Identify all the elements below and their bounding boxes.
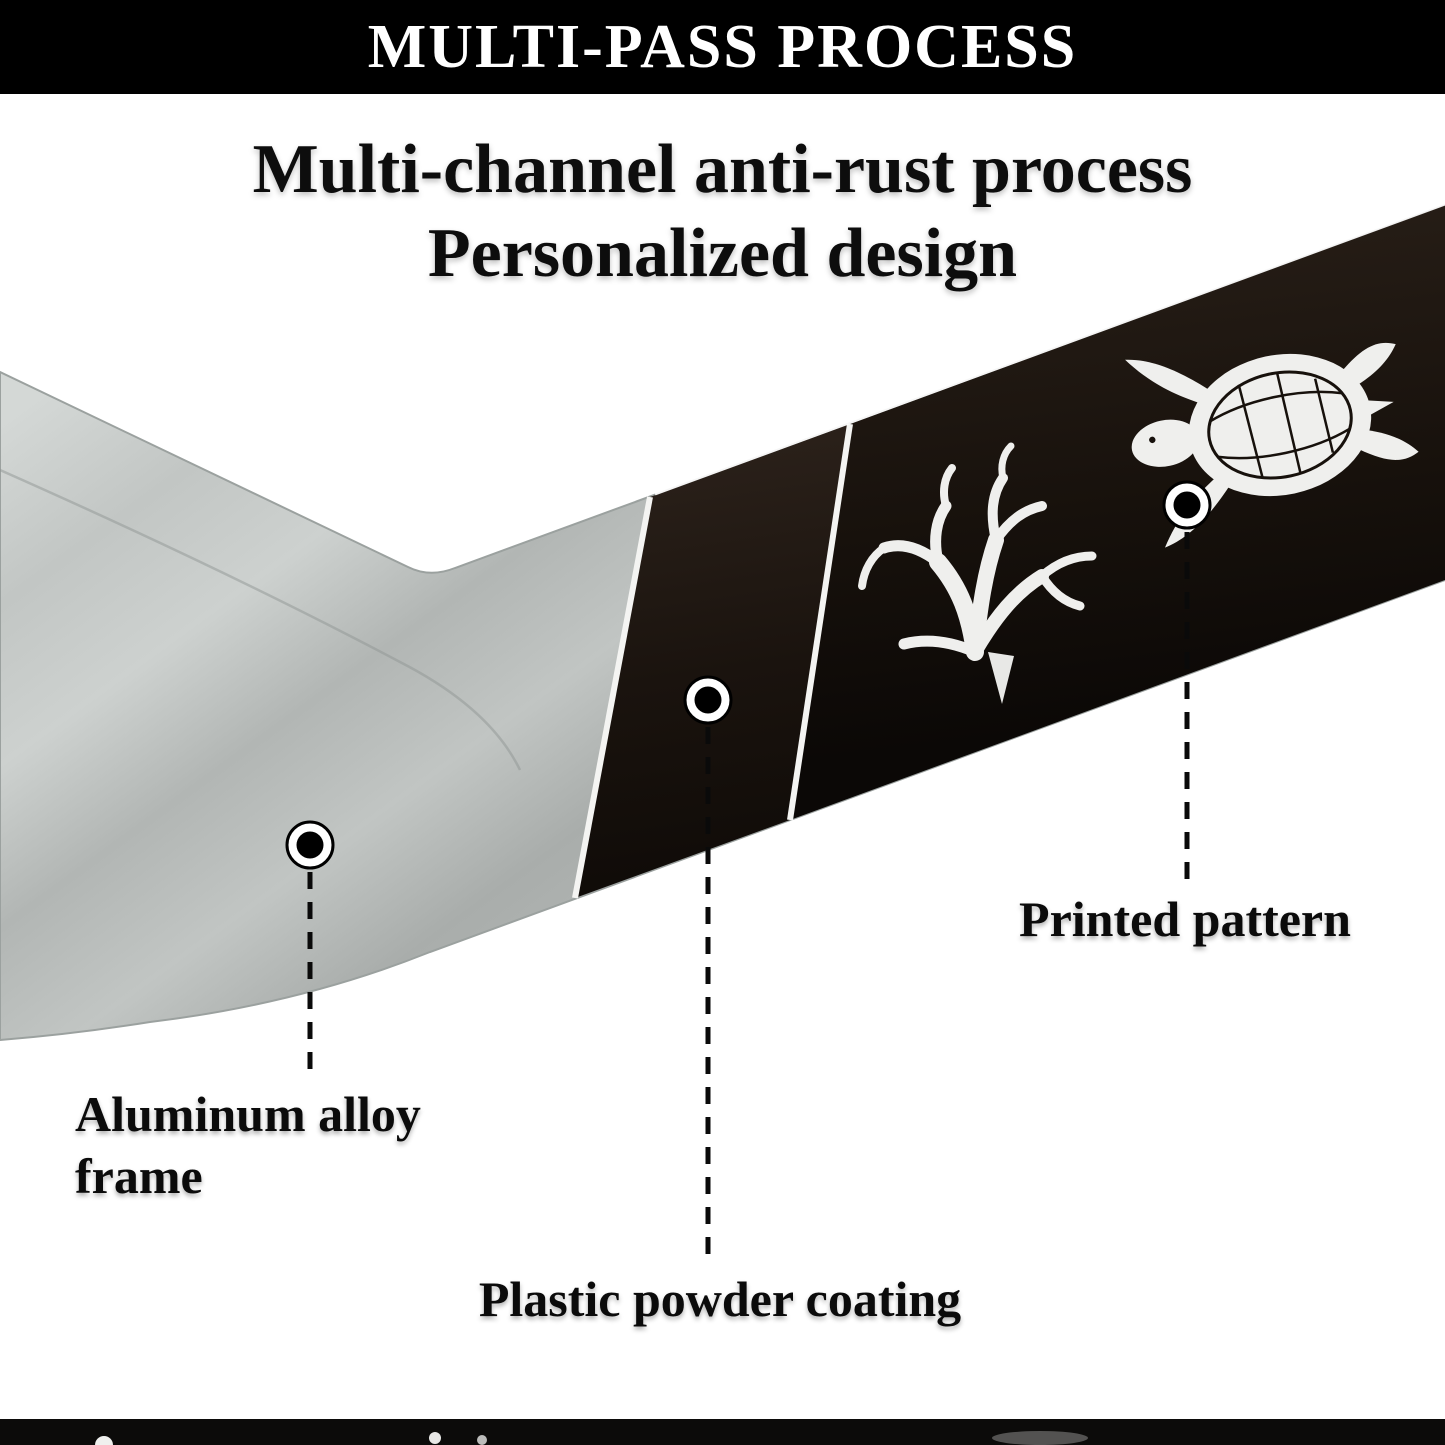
callout-dot-printed: [1162, 480, 1212, 530]
page-title: MULTI-PASS PROCESS: [367, 12, 1078, 81]
label-printed-pattern: Printed pattern: [1019, 891, 1351, 947]
bottom-strip: [0, 1419, 1445, 1445]
label-plastic-powder-coating: Plastic powder coating: [478, 1271, 962, 1327]
callout-dot-aluminum: [285, 820, 335, 870]
headline-line-1: Multi-channel anti-rust process: [252, 131, 1193, 208]
title-banner: MULTI-PASS PROCESS: [0, 0, 1445, 94]
coral-icon: [858, 442, 1097, 661]
callout-dot-plastic: [683, 675, 733, 725]
label-aluminum-line-1: Aluminum alloy: [75, 1086, 421, 1142]
silver-crease-line: [0, 468, 522, 771]
headline-line-2: Personalized design: [427, 215, 1018, 292]
segment-separator-1: [572, 496, 653, 899]
edge-highlight: [654, 202, 1445, 496]
label-aluminum-alloy-frame: Aluminum alloy frame: [75, 1083, 421, 1207]
frame-pattern-segment: [790, 205, 1445, 820]
coral-base-icon: [988, 652, 1014, 704]
headline-block: Multi-channel anti-rust process Personal…: [0, 128, 1445, 296]
label-aluminum-line-2: frame: [75, 1148, 203, 1204]
segment-separator-2: [787, 423, 853, 821]
